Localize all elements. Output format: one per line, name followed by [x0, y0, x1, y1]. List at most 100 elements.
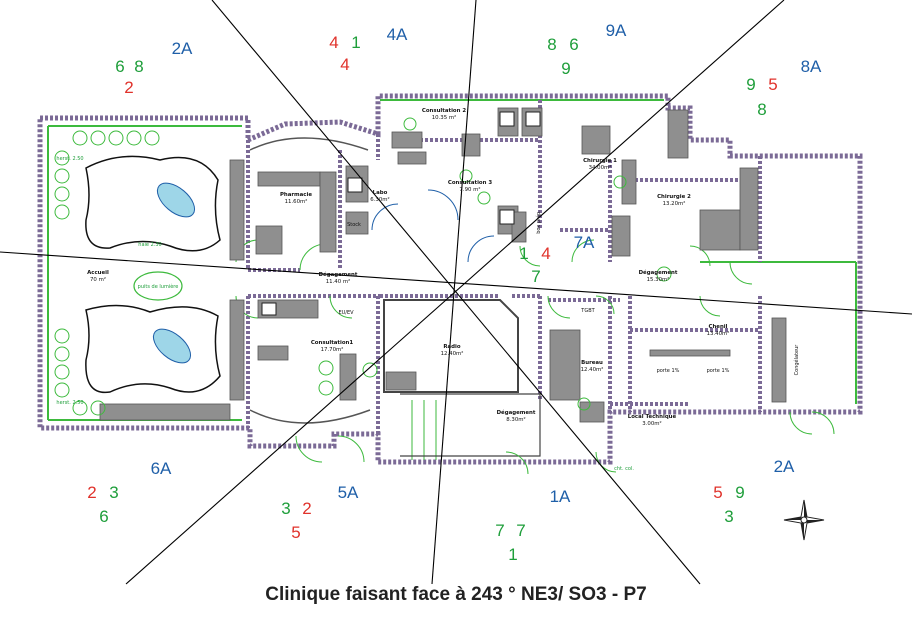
room-name: Consultation 3	[448, 180, 492, 186]
room-name: Consultation1	[311, 340, 354, 346]
sector-label: 5A	[338, 483, 359, 502]
compass-icon	[783, 499, 825, 541]
room-area: 7.90 m²	[459, 186, 480, 193]
room-area: 11.40 m²	[326, 278, 351, 285]
annotation-label: EU/EV	[338, 310, 354, 316]
star-number: 2	[302, 499, 311, 518]
corridor-curve	[249, 137, 369, 151]
room-area: 15.30m²	[647, 276, 670, 283]
star-number: 4	[329, 33, 338, 52]
sector-label: 6A	[151, 459, 172, 478]
room-name: Consultation 2	[422, 108, 466, 114]
star-number: 3	[109, 483, 118, 502]
sector-lines	[0, 0, 912, 585]
star-number: 7	[495, 521, 504, 540]
room-area: 6.30m²	[370, 196, 389, 203]
sector-label: 9A	[606, 21, 627, 40]
annotation-label: Stock	[347, 222, 361, 228]
room-area: 8.30m²	[506, 416, 525, 423]
annotation-label: porte 1%	[657, 368, 680, 374]
star-number: 9	[746, 75, 755, 94]
glazing-line	[47, 99, 857, 421]
room-name: Dégagement	[319, 271, 358, 278]
sector-label: 2A	[774, 457, 795, 476]
seats	[54, 117, 672, 416]
room-area: 13.40m²	[707, 330, 730, 337]
star-number: 2	[124, 78, 133, 97]
star-number: 7	[531, 267, 540, 286]
room-name: Chenil	[709, 324, 728, 330]
interior-partitions	[246, 100, 762, 434]
corridor-curve	[249, 409, 371, 424]
room-area: 11.60m²	[285, 198, 308, 205]
building-walls	[37, 93, 863, 465]
annotation-label: herst. 2.50	[56, 400, 83, 406]
sector-line	[0, 251, 912, 315]
annotation-label: herst. 2.50	[56, 156, 83, 162]
desk-top	[156, 182, 196, 218]
island-bottom	[85, 304, 221, 394]
furniture	[99, 107, 787, 423]
room-area: 12.40m²	[441, 350, 464, 357]
sector-line	[431, 0, 477, 585]
star-number: 6	[115, 57, 124, 76]
room-name: Dégagement	[497, 409, 536, 416]
star-number: 5	[768, 75, 777, 94]
sector-label: 2A	[172, 39, 193, 58]
room-name: Accueil	[87, 270, 109, 276]
room-name: Labo	[373, 190, 388, 196]
sector-label: 7A	[574, 233, 595, 252]
star-number: 4	[340, 55, 349, 74]
star-number: 4	[541, 244, 550, 263]
star-number: 1	[351, 33, 360, 52]
room-name: Chirurgie 1	[583, 158, 617, 164]
room-name: Pharmacie	[280, 192, 312, 198]
star-number: 9	[561, 59, 570, 78]
room-area: 12.40m²	[581, 366, 604, 373]
room-area: 3.00m²	[642, 420, 661, 427]
room-area: 34.00m²	[589, 164, 612, 171]
star-number: 1	[519, 244, 528, 263]
desk-bottom	[152, 328, 192, 364]
sinks	[261, 111, 541, 316]
sector-line	[125, 0, 785, 585]
skylight	[133, 271, 183, 301]
radio-room-wall	[383, 299, 519, 393]
sector-label: 8A	[801, 57, 822, 76]
stairs	[411, 400, 437, 460]
room-name: Chirurgie 2	[657, 194, 691, 200]
page-caption: Clinique faisant face à 243 ° NE3/ SO3 -…	[265, 584, 647, 605]
annotation-label: box prép.	[535, 210, 542, 234]
star-number: 7	[516, 521, 525, 540]
room-area: 10.35 m²	[432, 114, 457, 121]
star-number: 6	[569, 35, 578, 54]
sector-line	[211, 0, 701, 585]
annotation-label: TGBT	[580, 308, 595, 314]
annotation-label: puits de lumière	[138, 283, 179, 290]
room-name: Local Technique	[628, 414, 677, 420]
room-area: 17.70m²	[321, 346, 344, 353]
island-top	[85, 155, 221, 252]
outer-wall	[37, 93, 863, 465]
star-number: 6	[99, 507, 108, 526]
room-area: 13.20m²	[663, 200, 686, 207]
star-number: 5	[291, 523, 300, 542]
hall-outline	[400, 393, 541, 457]
small-labels: haie 2.30 herst. 2.50 herst. 2.50 puits de …	[56, 156, 800, 472]
room-name: Bureau	[581, 360, 603, 366]
sector-label: 1A	[550, 487, 571, 506]
room-name: Radio	[443, 344, 460, 350]
annotation-label: porte 1%	[707, 368, 730, 374]
star-number: 2	[87, 483, 96, 502]
star-number: 5	[713, 483, 722, 502]
annotation-label: cht. col.	[614, 466, 634, 472]
annotation-label: haie 2.30	[138, 242, 161, 248]
star-number: 8	[757, 100, 766, 119]
star-number: 8	[547, 35, 556, 54]
star-number: 8	[134, 57, 143, 76]
star-number: 1	[508, 545, 517, 564]
star-number: 3	[281, 499, 290, 518]
